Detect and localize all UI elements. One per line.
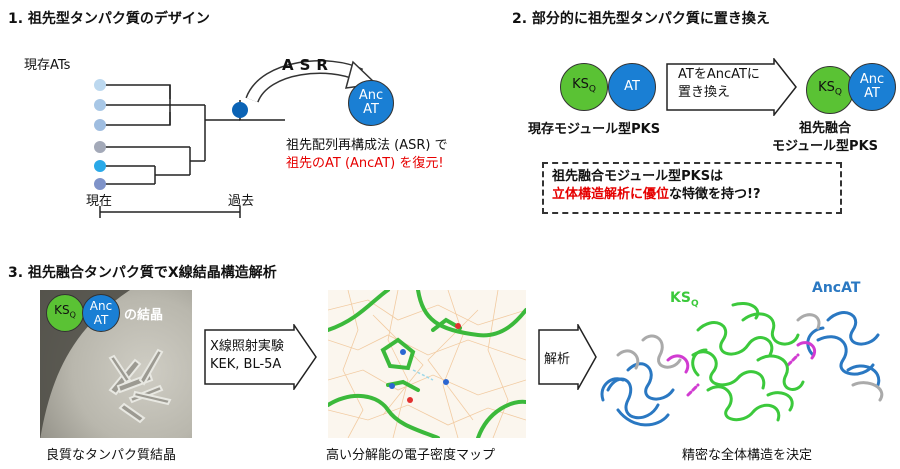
current-pks-caption: 現存モジュール型PKS	[528, 122, 661, 137]
at-circle-left: AT	[608, 63, 656, 111]
replace-arrow	[666, 58, 797, 116]
ancestor-node	[232, 102, 248, 118]
section3-title: 3. 祖先融合タンパク質でX線結晶構造解析	[8, 265, 277, 281]
analysis-arrow-text: 解析	[544, 352, 571, 367]
structure-ks-label: KSQ	[670, 290, 699, 309]
current-ats-label: 現存ATs	[24, 58, 71, 73]
leaf-node	[94, 79, 106, 91]
hypothesis-box: 祖先融合モジュール型PKSは 立体構造解析に優位な特徴を持つ!?	[542, 162, 842, 214]
axis-past-label: 過去	[228, 194, 255, 209]
caption-density-map: 高い分解能の電子密度マップ	[326, 448, 496, 463]
restore-description: 祖先のAT (AncAT) を復元!	[286, 156, 444, 171]
section1-title: 1. 祖先型タンパク質のデザイン	[8, 11, 210, 27]
phylogenetic-tree	[94, 60, 378, 218]
replace-arrow-text: ATをAncATに 置き換え	[678, 67, 760, 100]
caption-crystal: 良質なタンパク質結晶	[46, 448, 177, 463]
asr-arrow-label: ASR	[282, 56, 334, 74]
leaf-node	[94, 141, 106, 153]
ancestral-pks-caption: 祖先融合 モジュール型PKS	[771, 121, 879, 154]
leaf-node	[94, 99, 106, 111]
crystal-suffix: の結晶	[124, 308, 164, 323]
electron-density-map	[328, 290, 526, 438]
leaf-node	[94, 178, 106, 190]
ks-circle-left: KSQ	[560, 63, 608, 111]
leaf-node	[94, 119, 106, 131]
axis-present-label: 現在	[86, 194, 113, 209]
asr-description: 祖先配列再構成法 (ASR) で	[286, 138, 448, 153]
caption-structure: 精密な全体構造を決定	[682, 448, 813, 463]
crystal-ks-circle: KSQ	[46, 294, 84, 332]
protein-structure	[600, 302, 884, 427]
structure-ancat-label: AncAT	[812, 280, 861, 296]
ks-circle-right: KSQ	[806, 66, 854, 114]
analysis-arrow	[538, 324, 597, 390]
section2-title: 2. 部分的に祖先型タンパク質に置き換え	[512, 11, 770, 27]
xray-arrow-text: X線照射実験 KEK, BL-5A	[210, 339, 284, 372]
xray-arrow	[204, 324, 317, 390]
leaf-node	[94, 160, 106, 172]
